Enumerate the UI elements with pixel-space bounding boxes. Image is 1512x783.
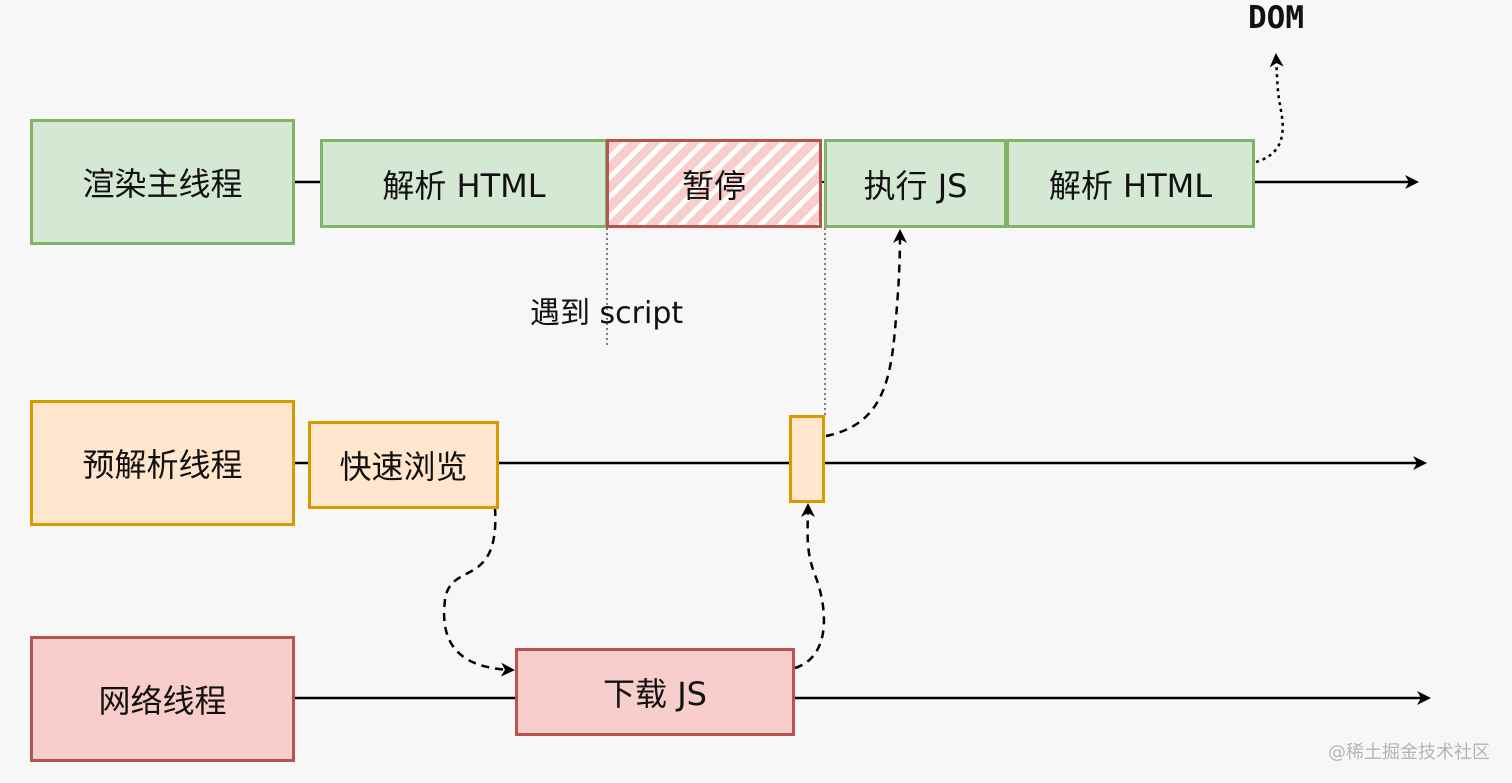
exec-js-block: 执行 JS <box>824 139 1007 228</box>
download-js-block: 下载 JS <box>515 648 795 736</box>
preparse-to-exec-arrow <box>825 229 907 438</box>
render-thread-label: 渲染主线程 <box>30 119 295 245</box>
parse-html-block-1: 解析 HTML <box>320 139 608 228</box>
quick-browse-block: 快速浏览 <box>308 421 499 509</box>
watermark: @稀土掘金技术社区 <box>1328 742 1490 763</box>
browse-to-download-arrow <box>442 507 515 677</box>
pause-block: 暂停 <box>606 139 822 228</box>
download-to-preparse-arrow <box>794 503 826 670</box>
parse-html-block-2: 解析 HTML <box>1006 139 1255 228</box>
preparse-marker-block <box>789 415 825 503</box>
preparse-thread-label: 预解析线程 <box>30 400 295 526</box>
script-annotation: 遇到 script <box>530 296 684 331</box>
parse-to-dom-arrow <box>1255 53 1284 164</box>
network-thread-label: 网络线程 <box>30 636 295 762</box>
dom-label: DOM <box>1248 0 1304 36</box>
